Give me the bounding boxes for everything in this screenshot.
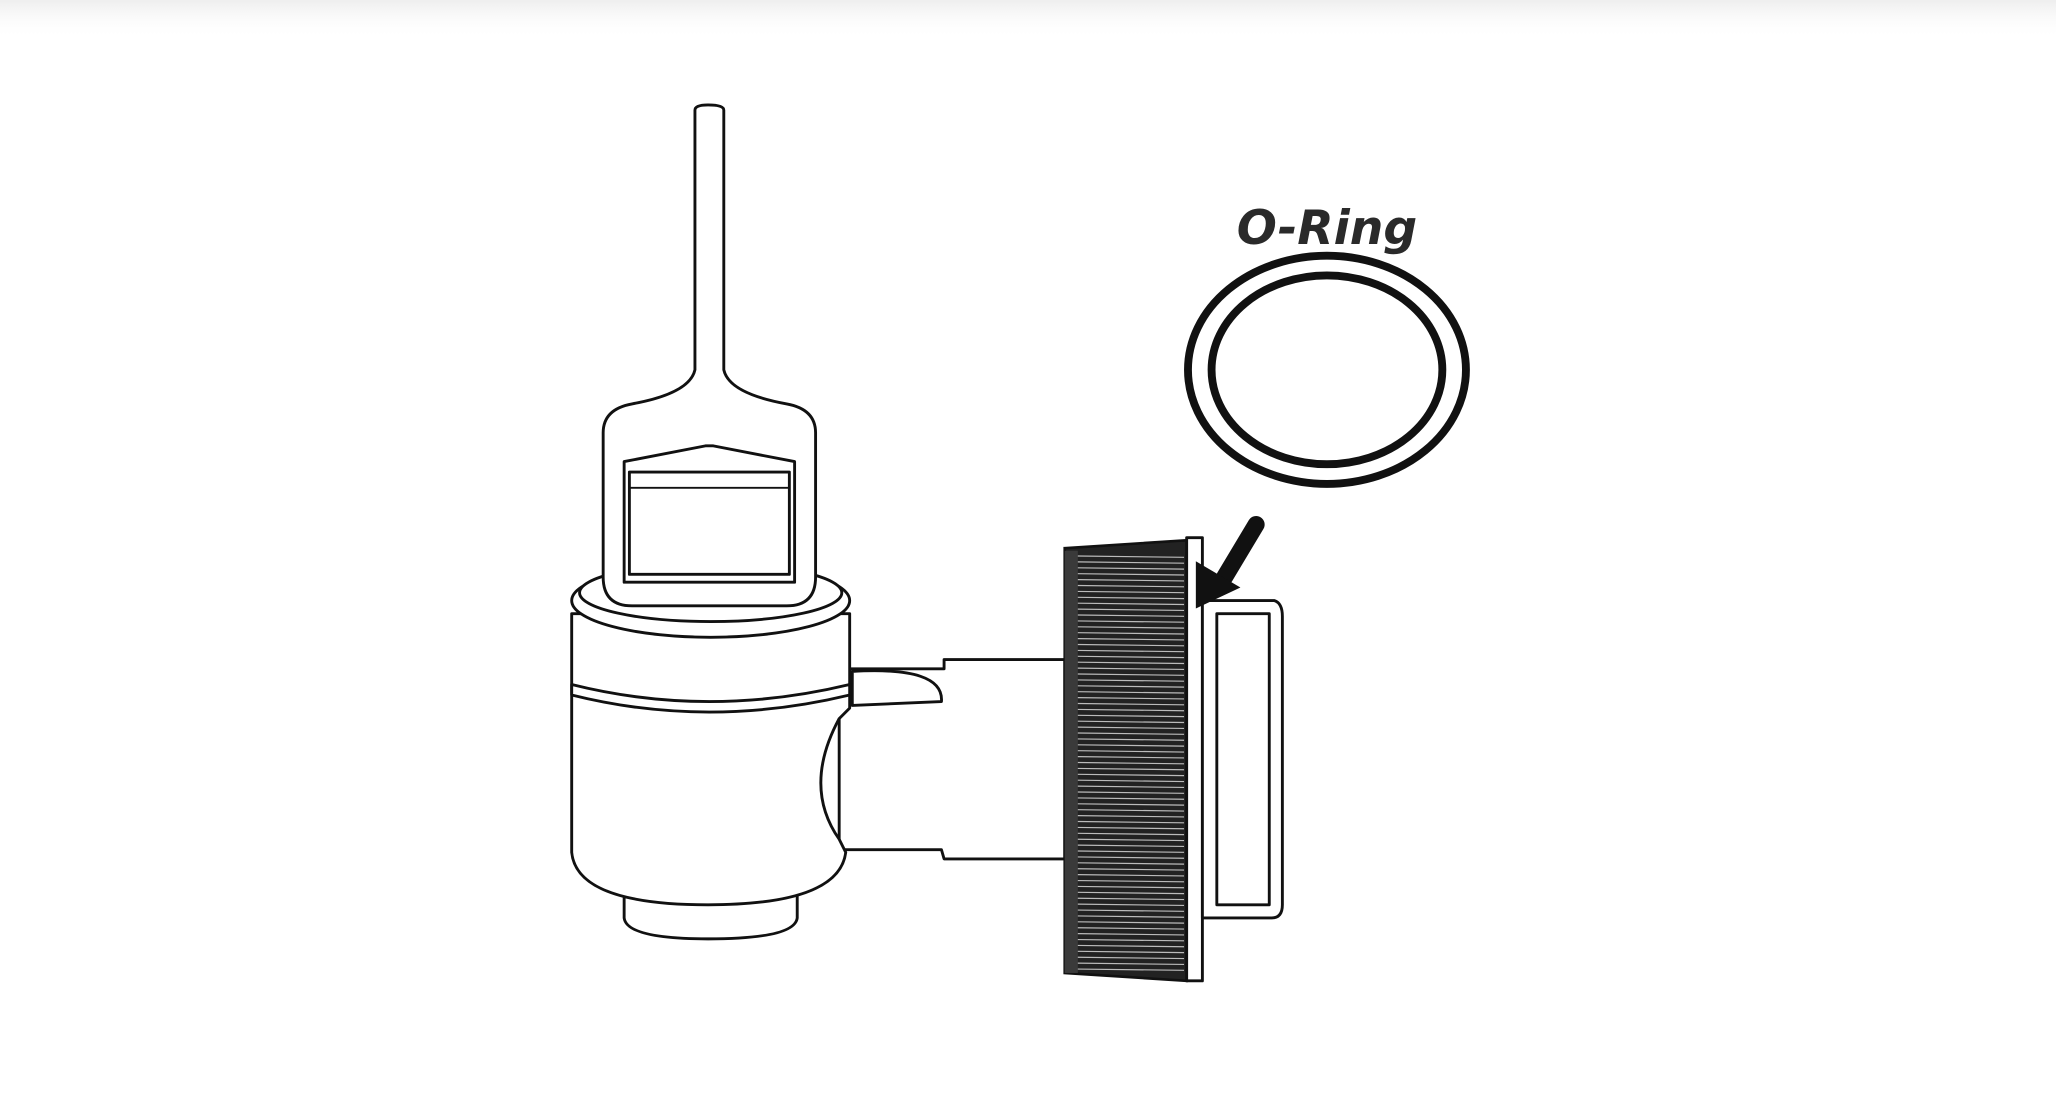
knurl-line: [1077, 909, 1185, 912]
knurl-line: [1077, 720, 1185, 724]
knurl-line: [1077, 956, 1185, 960]
o-ring: [1184, 251, 1470, 488]
knurl-line: [1077, 933, 1185, 936]
knurl-line: [1077, 697, 1185, 700]
knurl-line: [1077, 767, 1185, 771]
pipe: [837, 658, 1067, 861]
knurl-line: [1077, 590, 1185, 594]
knurl-line: [1077, 655, 1185, 659]
knurl-line: [1077, 850, 1185, 853]
knurl-line: [1077, 584, 1185, 588]
knurl-line: [1077, 862, 1185, 865]
knurl-line: [1077, 602, 1185, 606]
knurl-line: [1077, 632, 1185, 635]
knurl-line: [1077, 608, 1185, 612]
knurl-line: [1077, 673, 1185, 676]
knurl-line: [1077, 614, 1185, 617]
knurl-line: [1077, 844, 1185, 848]
knurl-line: [1077, 779, 1185, 783]
knurl-line: [1077, 596, 1185, 600]
knurl-line: [1077, 685, 1185, 688]
o-ring-label: O-Ring: [1237, 201, 1417, 256]
knurl-line: [1077, 667, 1185, 671]
knurl-line: [1077, 714, 1185, 718]
valve-body: [570, 562, 852, 941]
knurl-line: [1077, 809, 1185, 812]
knurl-line: [1077, 791, 1185, 794]
handle-window: [627, 470, 791, 576]
knurl-line: [1077, 838, 1185, 842]
knurl-line: [1077, 938, 1185, 942]
knurl-line: [1077, 555, 1185, 558]
handle: [601, 103, 818, 608]
knurled-nut: [1063, 538, 1188, 983]
knurl-line: [1077, 944, 1185, 948]
knurl-line: [1077, 691, 1185, 694]
knurl-line: [1077, 561, 1185, 564]
knurl-line: [1077, 744, 1185, 747]
knurl-line: [1077, 567, 1185, 570]
knurl-line: [1077, 856, 1185, 859]
knurl-line: [1077, 638, 1185, 641]
knurl-line: [1077, 785, 1185, 789]
knurl-line: [1077, 915, 1185, 918]
knurl-line: [1077, 921, 1185, 924]
knurl-line: [1077, 750, 1185, 753]
knurl-line: [1077, 732, 1185, 735]
knurl-line: [1077, 761, 1185, 765]
arrow-icon: [1195, 516, 1265, 609]
knurl-line: [1077, 726, 1185, 730]
knurl-line: [1077, 661, 1185, 665]
knurl-line: [1077, 738, 1185, 741]
knurl-line: [1077, 620, 1185, 623]
top-shadow: [0, 0, 2056, 40]
knurl-line: [1077, 820, 1185, 824]
knurl-line: [1077, 643, 1185, 647]
knurl-line: [1077, 708, 1185, 712]
knurl-line: [1077, 874, 1185, 877]
knurl-line: [1077, 573, 1185, 576]
knurl-line: [1077, 773, 1185, 777]
knurl-line: [1077, 797, 1185, 800]
knurl-line: [1077, 968, 1185, 971]
knurl-line: [1077, 826, 1185, 830]
knurl-line: [1077, 927, 1185, 930]
knurl-line: [1077, 897, 1185, 901]
knurl-line: [1077, 702, 1185, 706]
knurl-line: [1077, 649, 1185, 653]
knurl-line: [1077, 885, 1185, 889]
knurl-line: [1077, 679, 1185, 682]
knurl-line: [1077, 803, 1185, 806]
knurl-line: [1077, 868, 1185, 871]
knurl-line: [1077, 832, 1185, 836]
knurl-line: [1077, 626, 1185, 629]
knurl-line: [1077, 962, 1185, 966]
knurl-line: [1077, 903, 1185, 907]
knurl-line: [1077, 579, 1185, 582]
knurl-line: [1077, 879, 1185, 883]
knurl-line: [1077, 950, 1185, 954]
knurl-line: [1077, 756, 1185, 759]
knurl-line: [1077, 815, 1185, 818]
knurl-line: [1077, 891, 1185, 895]
